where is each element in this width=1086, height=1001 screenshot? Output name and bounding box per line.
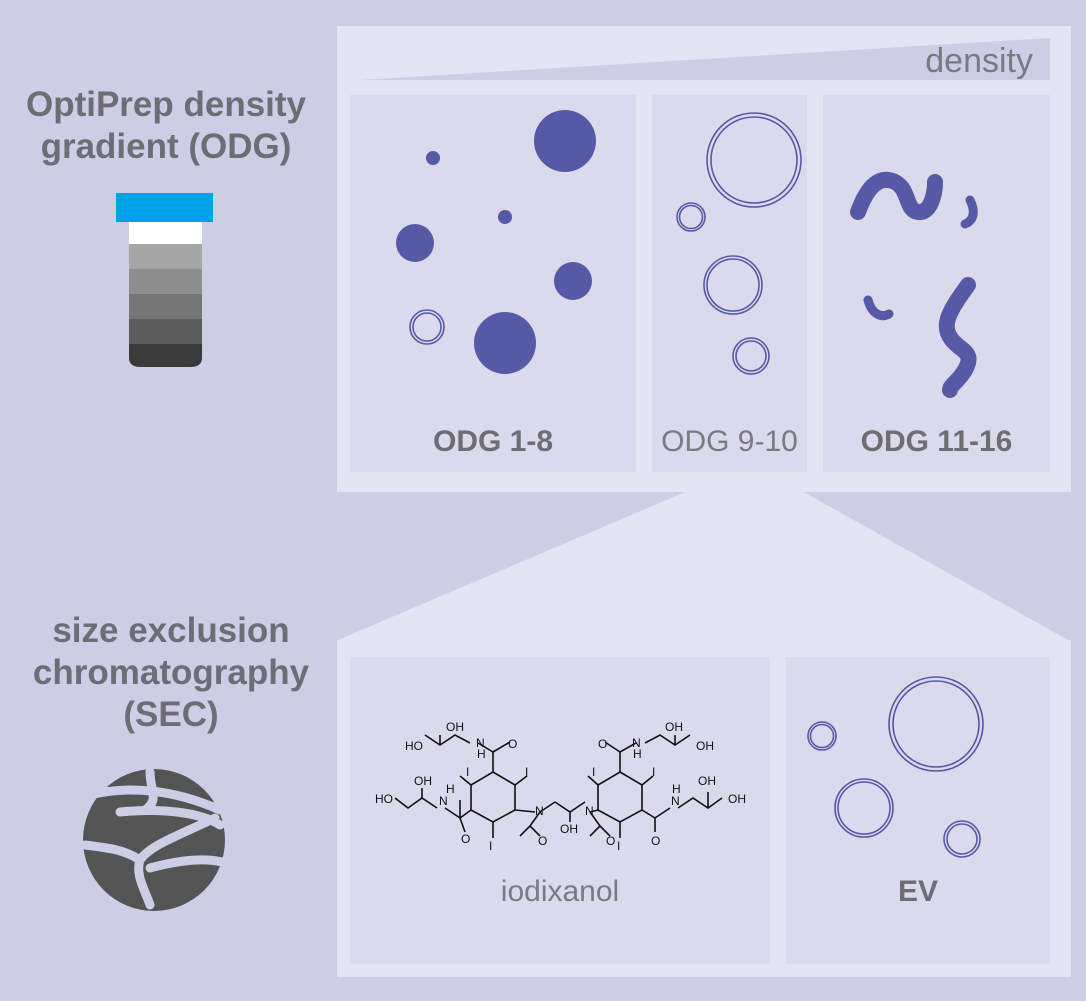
atom-label: H [633,747,642,761]
density-wedge [360,38,1050,80]
atom-label: N [585,804,594,818]
atom-label: H [672,782,681,796]
odg-panel-label: ODG 1-8 [432,425,554,458]
particle-medium [396,224,434,262]
vesicle [706,112,802,208]
odg-title-line2: gradient (ODG) [40,127,292,166]
particle-medium [554,262,592,300]
atom-label: N [439,794,448,808]
vesicle [676,202,706,232]
odg-panel-label: ODG 11-16 [860,425,1013,458]
odg-11-16-aggregates [850,171,978,398]
atom-label: O [598,737,607,751]
vesicle [888,676,984,772]
odg-9-10-vesicles [676,112,802,375]
atom-label: O [651,834,660,848]
sec-title-line3: (SEC) [123,695,219,734]
aggregate-s [850,171,943,220]
sec-title-line1: size exclusion [52,611,290,650]
iodixanol-structure [394,734,723,838]
ev-vesicles [807,676,984,858]
aggregate-hook [960,195,978,229]
atom-label: I [592,765,595,779]
atom-label: N [671,794,680,808]
atom-label: OH [696,739,714,753]
atom-label: I [489,839,492,853]
sec-title: size exclusion chromatography (SEC) [0,610,342,736]
odg-panel-9-10: ODG 9-10 [652,95,807,472]
atom-label: OH [728,792,746,806]
atom-label: O [538,834,547,848]
odg-title: OptiPrep density gradient (ODG) [0,84,332,168]
vesicle [703,255,763,315]
particle-large [534,110,596,172]
atom-label: H [477,747,486,761]
left-ring [470,771,516,823]
atom-label: HO [405,739,423,753]
sec-bead-icon [80,767,227,911]
atom-label: I [525,765,528,779]
atom-label: OH [560,822,578,836]
vesicle [943,820,981,858]
atom-label: N [535,804,544,818]
odg-panel-label: ODG 9-10 [661,425,798,458]
odg-title-line1: OptiPrep density [25,85,307,124]
sec-panel-label: EV [897,875,939,908]
atom-label: I [617,839,620,853]
atom-label: HO [375,792,393,806]
atom-label: O [606,834,615,848]
density-label: density [925,42,1033,80]
aggregate-comma [863,295,894,321]
aggregate-curve [938,277,977,398]
sec-panel-iodixanol: iodixanol [350,657,770,964]
vesicle [834,778,894,838]
atom-label: I [466,765,469,779]
iodixanol-atoms: OH HO N H O I I I OH HO N H O N O OH N O… [375,720,746,853]
atom-label: N [476,736,485,750]
vesicle [732,337,770,375]
atom-label: OH [698,774,716,788]
vesicle [409,309,445,345]
particle-small [498,210,512,224]
odg-1-8-particles [396,110,596,374]
particle-small [426,151,440,165]
sec-panel-label: iodixanol [500,875,620,908]
atom-label: N [632,736,641,750]
funnel-shape [338,490,1068,640]
sec-panel-ev: EV [786,657,1050,964]
atom-label: OH [446,720,464,734]
atom-label: OH [665,720,683,734]
odg-panel-11-16: ODG 11-16 [823,95,1050,472]
sec-title-line2: chromatography [32,653,310,692]
right-ring [597,771,643,823]
atom-label: I [652,765,655,779]
tube-icon [116,193,213,367]
atom-label: O [461,832,470,846]
atom-label: H [446,782,455,796]
vesicle [807,721,837,751]
atom-label: O [508,737,517,751]
atom-label: OH [414,774,432,788]
particle-large [474,312,536,374]
